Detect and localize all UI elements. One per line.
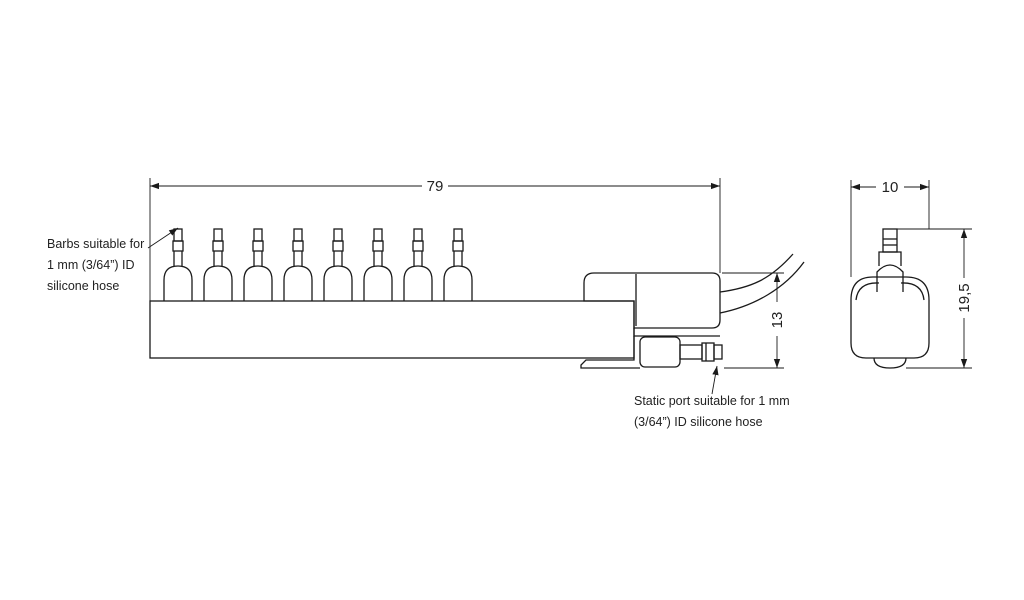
- pressure-barb: [323, 228, 353, 301]
- static-port-annotation-line: (3/64”) ID silicone hose: [634, 415, 763, 429]
- barbs-annotation-line: 1 mm (3/64”) ID: [47, 258, 135, 272]
- dim-overall-length: 79: [427, 178, 444, 195]
- dim-side-height: 19,5: [956, 283, 973, 312]
- cable: [719, 253, 805, 314]
- pressure-barb: [163, 228, 193, 301]
- barbs-annotation-line: silicone hose: [47, 279, 120, 293]
- dim-height: 13: [769, 312, 786, 329]
- barbs-annotation-line: Barbs suitable for: [47, 237, 145, 251]
- static-port: [639, 336, 723, 368]
- sensor-housing: [580, 272, 721, 369]
- pressure-barb: [283, 228, 313, 301]
- side-view: [850, 228, 930, 369]
- pressure-barb: [243, 228, 273, 301]
- static-port-annotation: Static port suitable for 1 mm (3/64”) ID…: [634, 391, 790, 433]
- pressure-barb: [203, 228, 233, 301]
- pressure-barb: [443, 228, 473, 301]
- pressure-barb: [403, 228, 433, 301]
- dim-side-width: 10: [882, 179, 899, 196]
- pressure-barbs: [163, 228, 473, 301]
- dimension-lines: [147, 178, 972, 395]
- barbs-annotation: Barbs suitable for 1 mm (3/64”) ID silic…: [47, 234, 144, 297]
- pressure-barb: [363, 228, 393, 301]
- static-port-annotation-line: Static port suitable for 1 mm: [634, 394, 790, 408]
- manifold-body: [149, 300, 635, 359]
